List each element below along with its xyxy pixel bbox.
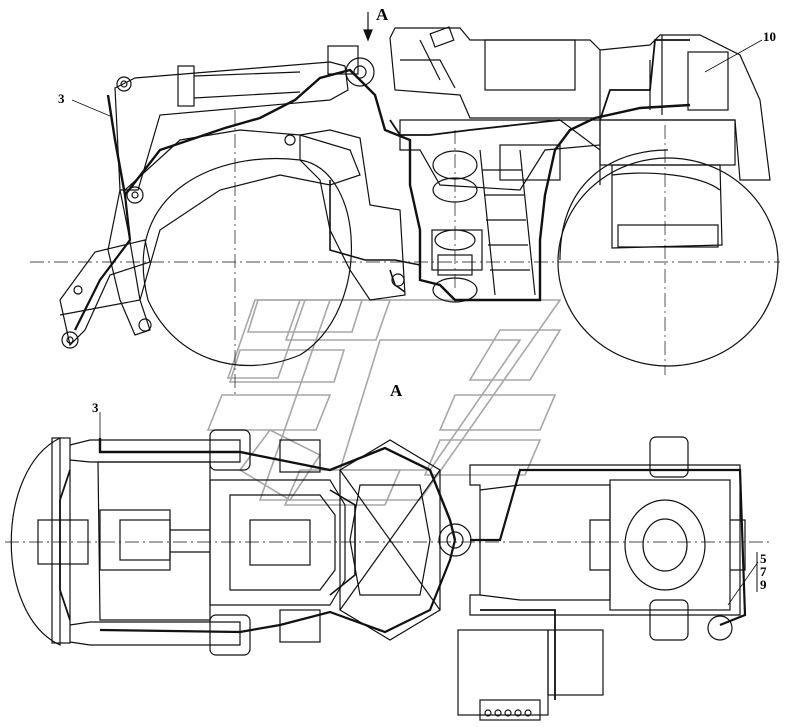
boom-pin-top [116,76,132,92]
rear-counterweight [611,164,723,249]
fuel-tank [457,629,549,716]
bucket-plan [10,437,61,646]
callout-stack-9: 9 [760,577,767,592]
front-axle [209,479,346,606]
plan-view [5,412,770,721]
ladder [479,149,536,296]
tilt-lever [59,129,361,316]
front-frame [299,129,406,301]
main-harness-plan [98,438,457,541]
view-arrow-label: A [376,5,389,24]
rear-lamp [707,615,733,641]
front-wheel [142,157,352,367]
harness-bucket-branch [74,194,132,331]
main-harness-side [106,68,691,302]
rear-wheel [557,157,779,367]
rear-tire-left [649,436,689,478]
battery-box [687,51,729,111]
side-centerlines [30,110,780,395]
harness-rear-branch [599,39,690,121]
leader-10 [704,39,763,73]
operator-cab [389,27,601,119]
hinge-pin [345,57,375,87]
watermark-logo [206,299,562,506]
leader-stack [727,561,759,606]
callout-plan-harness: 3 [92,400,99,415]
harness-lower-loop [329,180,421,266]
side-view [30,12,780,395]
rear-frame [469,464,741,616]
harness-plan-return [480,609,556,700]
boom-arm-lower [69,621,241,646]
front-tire-left [209,429,251,471]
callout-side-harness: 3 [58,91,65,106]
engine-hood [599,34,771,181]
connector-pins [484,709,532,717]
rear-axle-plan [609,479,731,611]
rear-tire-right [649,599,689,641]
callout-stack-5: 5 [760,551,767,566]
front-tire-right [209,614,251,656]
harness-plan-lower [99,539,457,634]
bucket-link [59,239,151,347]
front-frame-plan [97,461,211,621]
callout-battery-box: 10 [763,29,776,44]
harness-cab-branch [389,119,561,136]
rear-tire-tread [559,149,669,261]
harness-plan-rear [470,468,747,627]
callout-stack-7: 7 [760,564,767,579]
lift-cylinder [177,65,195,107]
view-arrow [363,12,373,42]
leader-side-3 [71,99,111,117]
view-a-label: A [390,381,403,400]
